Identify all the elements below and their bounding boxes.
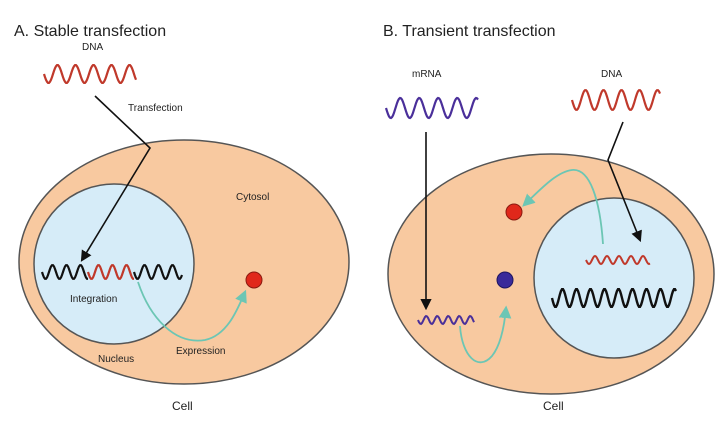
panel-b-title: B. Transient transfection bbox=[383, 23, 556, 40]
nucleus-label: Nucleus bbox=[98, 354, 134, 365]
mrna-label: mRNA bbox=[412, 69, 442, 80]
transfection-label: Transfection bbox=[128, 103, 183, 114]
protein-a bbox=[245, 271, 263, 289]
expression-arrow bbox=[137, 281, 247, 342]
protein-blue-b bbox=[496, 271, 514, 289]
integrated-dna bbox=[86, 264, 134, 280]
nuclear-mrna-red bbox=[585, 254, 651, 266]
cell-label-b: Cell bbox=[543, 399, 564, 413]
mrna-wave-b bbox=[384, 96, 479, 120]
protein-red-b bbox=[505, 203, 523, 221]
cytosol-label: Cytosol bbox=[236, 192, 269, 203]
dna-arrow-b bbox=[607, 121, 642, 243]
integration-label: Integration bbox=[70, 294, 117, 305]
expression-label: Expression bbox=[176, 346, 225, 357]
dna-label-b: DNA bbox=[601, 69, 622, 80]
cytosolic-mrna bbox=[417, 314, 475, 326]
cell-label-a: Cell bbox=[172, 399, 193, 413]
transfection-arrow-a bbox=[80, 95, 152, 262]
expression-arrow-b-nuclear bbox=[522, 169, 604, 245]
nuclear-genomic-dna bbox=[550, 288, 678, 308]
genomic-dna-right bbox=[132, 264, 184, 280]
dna-wave-a bbox=[42, 63, 138, 84]
expression-arrow-b-cytosolic bbox=[459, 305, 512, 364]
dna-label-a: DNA bbox=[82, 42, 103, 53]
panel-a-title: A. Stable transfection bbox=[14, 23, 166, 40]
genomic-dna-left bbox=[40, 264, 88, 280]
dna-wave-b bbox=[570, 89, 662, 111]
nucleus-a bbox=[33, 183, 195, 345]
nucleus-b bbox=[533, 197, 695, 359]
